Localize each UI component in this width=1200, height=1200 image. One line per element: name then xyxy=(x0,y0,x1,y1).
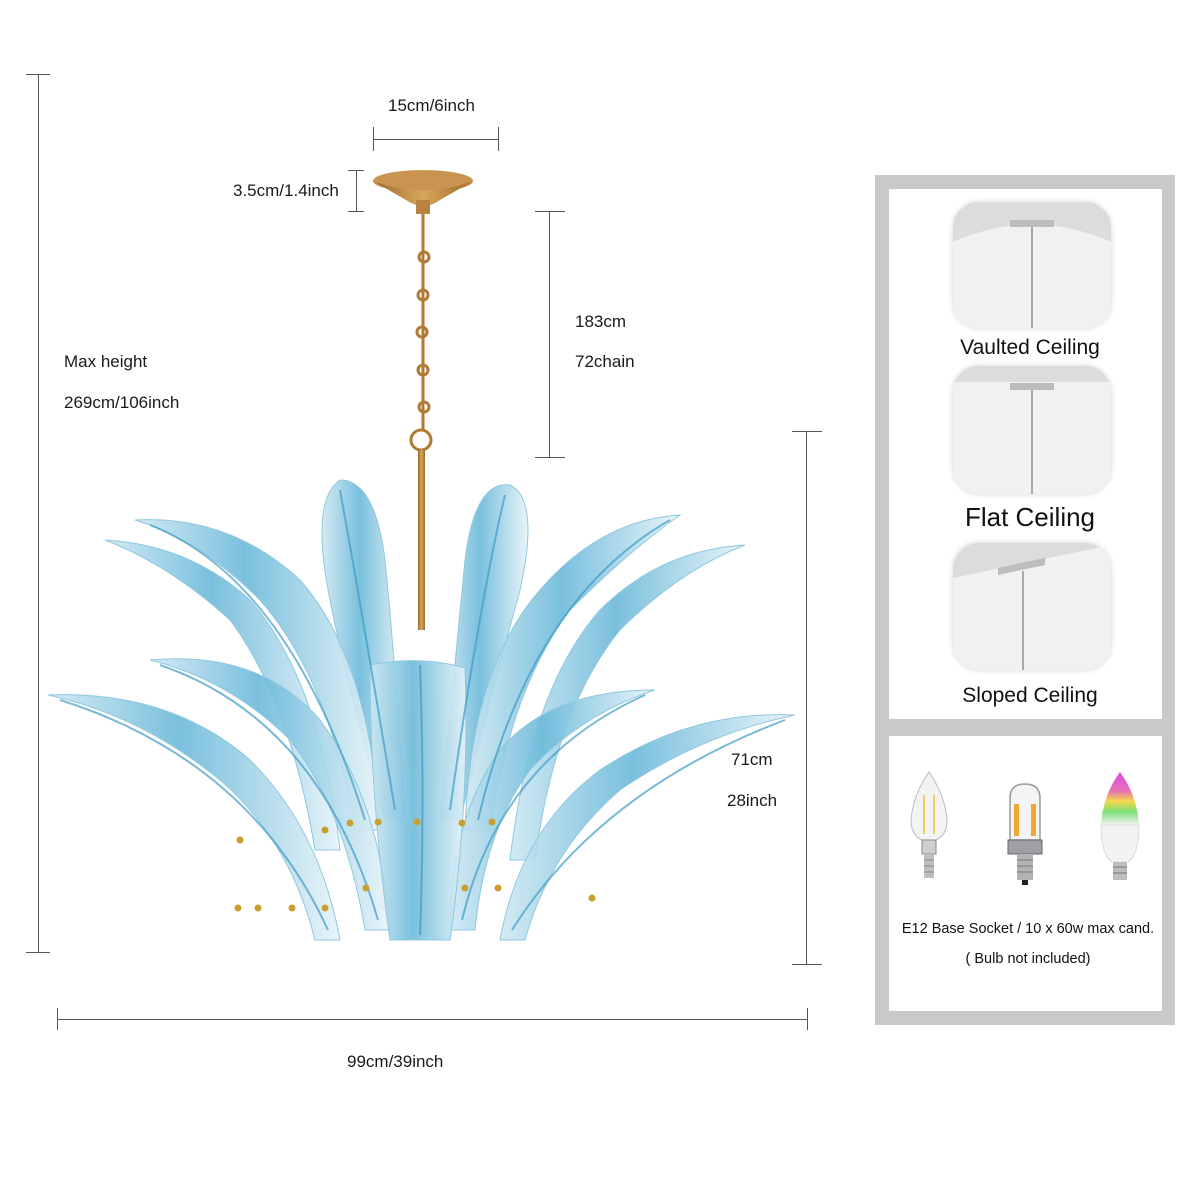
chain-bottom-tick xyxy=(535,457,565,458)
flat-ceiling-icon xyxy=(953,366,1111,494)
canopy-width-right-tick xyxy=(498,127,499,151)
sloped-ceiling-icon xyxy=(953,543,1111,670)
max-height-bottom-tick xyxy=(26,952,50,953)
vaulted-ceiling-label: Vaulted Ceiling xyxy=(960,336,1100,359)
chain-length-line xyxy=(549,211,550,457)
body-width-right-tick xyxy=(807,1008,808,1030)
body-height-line xyxy=(806,431,807,964)
max-height-value: 269cm/106inch xyxy=(64,393,180,412)
body-height-in: 28inch xyxy=(727,791,778,810)
socket-info: E12 Base Socket / 10 x 60w max cand. xyxy=(901,921,1155,937)
flat-ceiling-card xyxy=(953,366,1111,494)
vaulted-ceiling-icon xyxy=(953,202,1111,328)
bulb-not-included-note: ( Bulb not included) xyxy=(965,951,1091,967)
chain-length-cm: 183cm xyxy=(575,312,627,331)
sloped-ceiling-label: Sloped Ceiling xyxy=(962,684,1098,707)
body-width-label: 99cm/39inch xyxy=(347,1052,444,1071)
canopy-height-label: 3.5cm/1.4inch xyxy=(233,181,339,200)
body-height-bottom-tick xyxy=(792,964,822,965)
chain-top-tick xyxy=(535,211,565,212)
vaulted-ceiling-card xyxy=(953,202,1111,328)
body-height-top-tick xyxy=(792,431,822,432)
canopy-width-line xyxy=(373,139,498,140)
max-height-label: Max height xyxy=(64,352,148,371)
body-height-cm: 71cm xyxy=(731,750,773,769)
candelabra-filament-bulb-icon xyxy=(910,771,948,878)
tubular-filament-bulb-icon xyxy=(1007,783,1043,885)
rgb-smart-bulb-icon xyxy=(1100,772,1140,880)
max-height-line xyxy=(38,74,39,952)
canopy-width-label: 15cm/6inch xyxy=(388,96,475,115)
flat-ceiling-label: Flat Ceiling xyxy=(964,502,1096,532)
chandelier-image xyxy=(47,170,796,941)
body-width-line xyxy=(57,1019,807,1020)
canopy-height-bottom-tick xyxy=(348,211,364,212)
canopy-height-line xyxy=(356,170,357,211)
sloped-ceiling-card xyxy=(953,543,1111,670)
chain-length-label: 72chain xyxy=(575,352,635,371)
